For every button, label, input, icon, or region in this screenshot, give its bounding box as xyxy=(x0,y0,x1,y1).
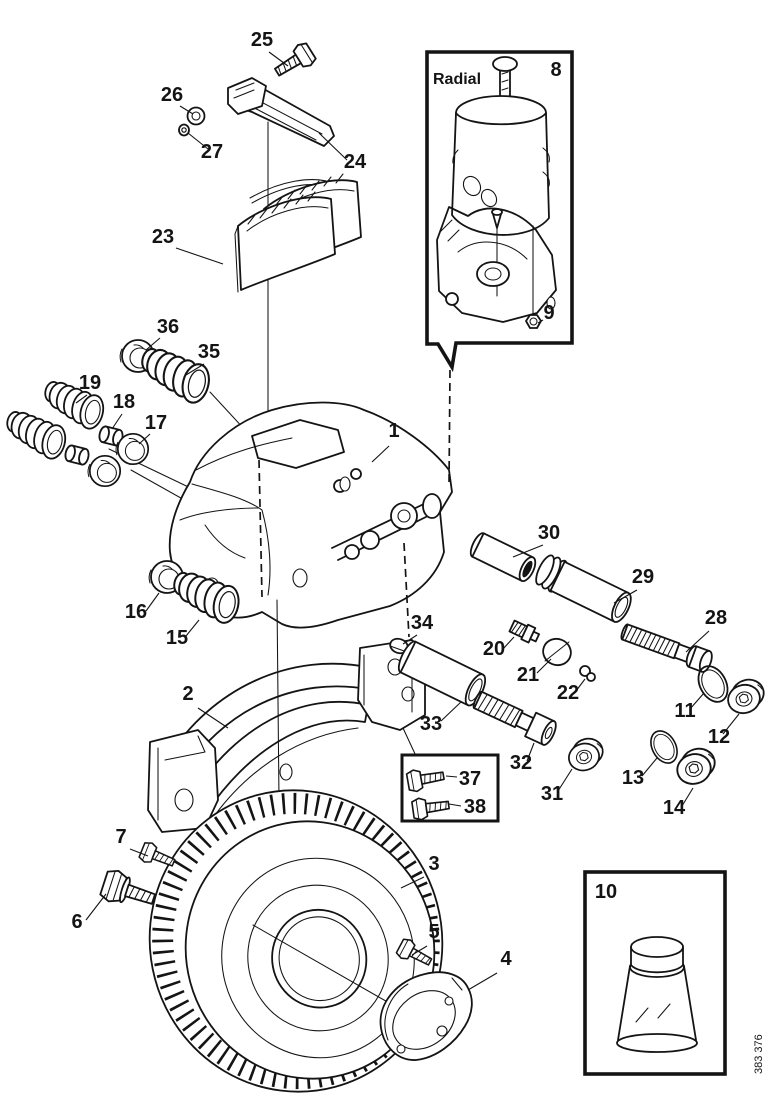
part-label-30: 30 xyxy=(538,522,560,544)
part-label-7: 7 xyxy=(115,826,126,848)
part-label-38: 38 xyxy=(464,796,486,818)
part-label-36: 36 xyxy=(157,316,179,338)
radial-inset-title: Radial xyxy=(433,71,481,88)
part-labels: 1 2 3 4 5 6 7 8 9 10 11 12 13 14 15 16 1… xyxy=(71,29,730,970)
part-bolt-25 xyxy=(269,39,319,84)
part-label-14: 14 xyxy=(663,797,686,819)
part-label-31: 31 xyxy=(541,783,563,805)
part-adapter-20 xyxy=(508,619,540,644)
part-label-12: 12 xyxy=(708,726,730,748)
part-cone-cap-21 xyxy=(542,637,572,667)
part-washer-26 xyxy=(186,106,206,126)
axis-line-lower xyxy=(276,599,280,801)
part-label-6: 6 xyxy=(71,911,82,933)
part-pad-retainer xyxy=(227,77,335,147)
part-label-8: 8 xyxy=(550,59,561,81)
part-label-27: 27 xyxy=(201,141,223,163)
part-sleeve-29 xyxy=(535,554,632,623)
part-label-25: 25 xyxy=(251,29,273,51)
part-bolt-6 xyxy=(99,869,156,905)
part-brake-pads xyxy=(234,173,362,293)
part-adjuster-28 xyxy=(620,623,713,673)
part-label-20: 20 xyxy=(483,638,505,660)
part-plug-14 xyxy=(671,744,721,789)
part-label-1: 1 xyxy=(388,420,399,442)
part-label-32: 32 xyxy=(510,752,532,774)
part-label-16: 16 xyxy=(125,601,147,623)
part-sleeve-30 xyxy=(469,532,537,582)
part-plug-12 xyxy=(722,675,769,718)
part-label-18: 18 xyxy=(113,391,135,413)
part-label-11: 11 xyxy=(674,700,695,722)
part-label-33: 33 xyxy=(420,713,442,735)
part-ring-13 xyxy=(644,725,684,769)
part-label-23: 23 xyxy=(152,226,174,248)
part-label-15: 15 xyxy=(166,627,188,649)
radial-caliper-sketch xyxy=(436,206,557,329)
part-label-19: 19 xyxy=(79,372,101,394)
part-label-22: 22 xyxy=(557,682,579,704)
part-label-13: 13 xyxy=(622,767,644,789)
inset-radial xyxy=(425,50,574,373)
part-label-17: 17 xyxy=(145,412,167,434)
part-grease-tube xyxy=(616,936,698,1053)
part-label-34: 34 xyxy=(411,612,434,634)
part-sleeve-33 xyxy=(397,640,487,707)
part-brake-disc xyxy=(148,789,444,1093)
part-label-2: 2 xyxy=(182,683,193,705)
leader-lines xyxy=(75,51,740,991)
part-plug-31 xyxy=(564,734,608,775)
part-label-3: 3 xyxy=(428,853,439,875)
part-label-35: 35 xyxy=(198,341,220,363)
drawing-number: 383 376 xyxy=(753,1034,765,1074)
part-label-37: 37 xyxy=(459,768,481,790)
part-chamber-8 xyxy=(451,56,550,236)
part-label-5: 5 xyxy=(428,921,439,943)
part-clip-22 xyxy=(579,665,596,682)
part-label-24: 24 xyxy=(344,151,367,173)
inset-carrier-bolts xyxy=(400,727,500,823)
part-bolt-32 xyxy=(472,690,557,746)
part-label-10: 10 xyxy=(595,881,617,903)
inset-grease-tube xyxy=(583,870,727,1076)
part-label-29: 29 xyxy=(632,566,654,588)
part-label-9: 9 xyxy=(543,302,554,324)
part-nut-9 xyxy=(525,314,542,329)
part-label-28: 28 xyxy=(705,607,727,629)
part-label-26: 26 xyxy=(161,84,183,106)
part-label-21: 21 xyxy=(517,664,539,686)
dashed-install-lines xyxy=(258,369,451,638)
part-label-4: 4 xyxy=(500,948,512,970)
part-cover-plate xyxy=(379,971,473,1061)
part-washer-27 xyxy=(178,123,190,137)
